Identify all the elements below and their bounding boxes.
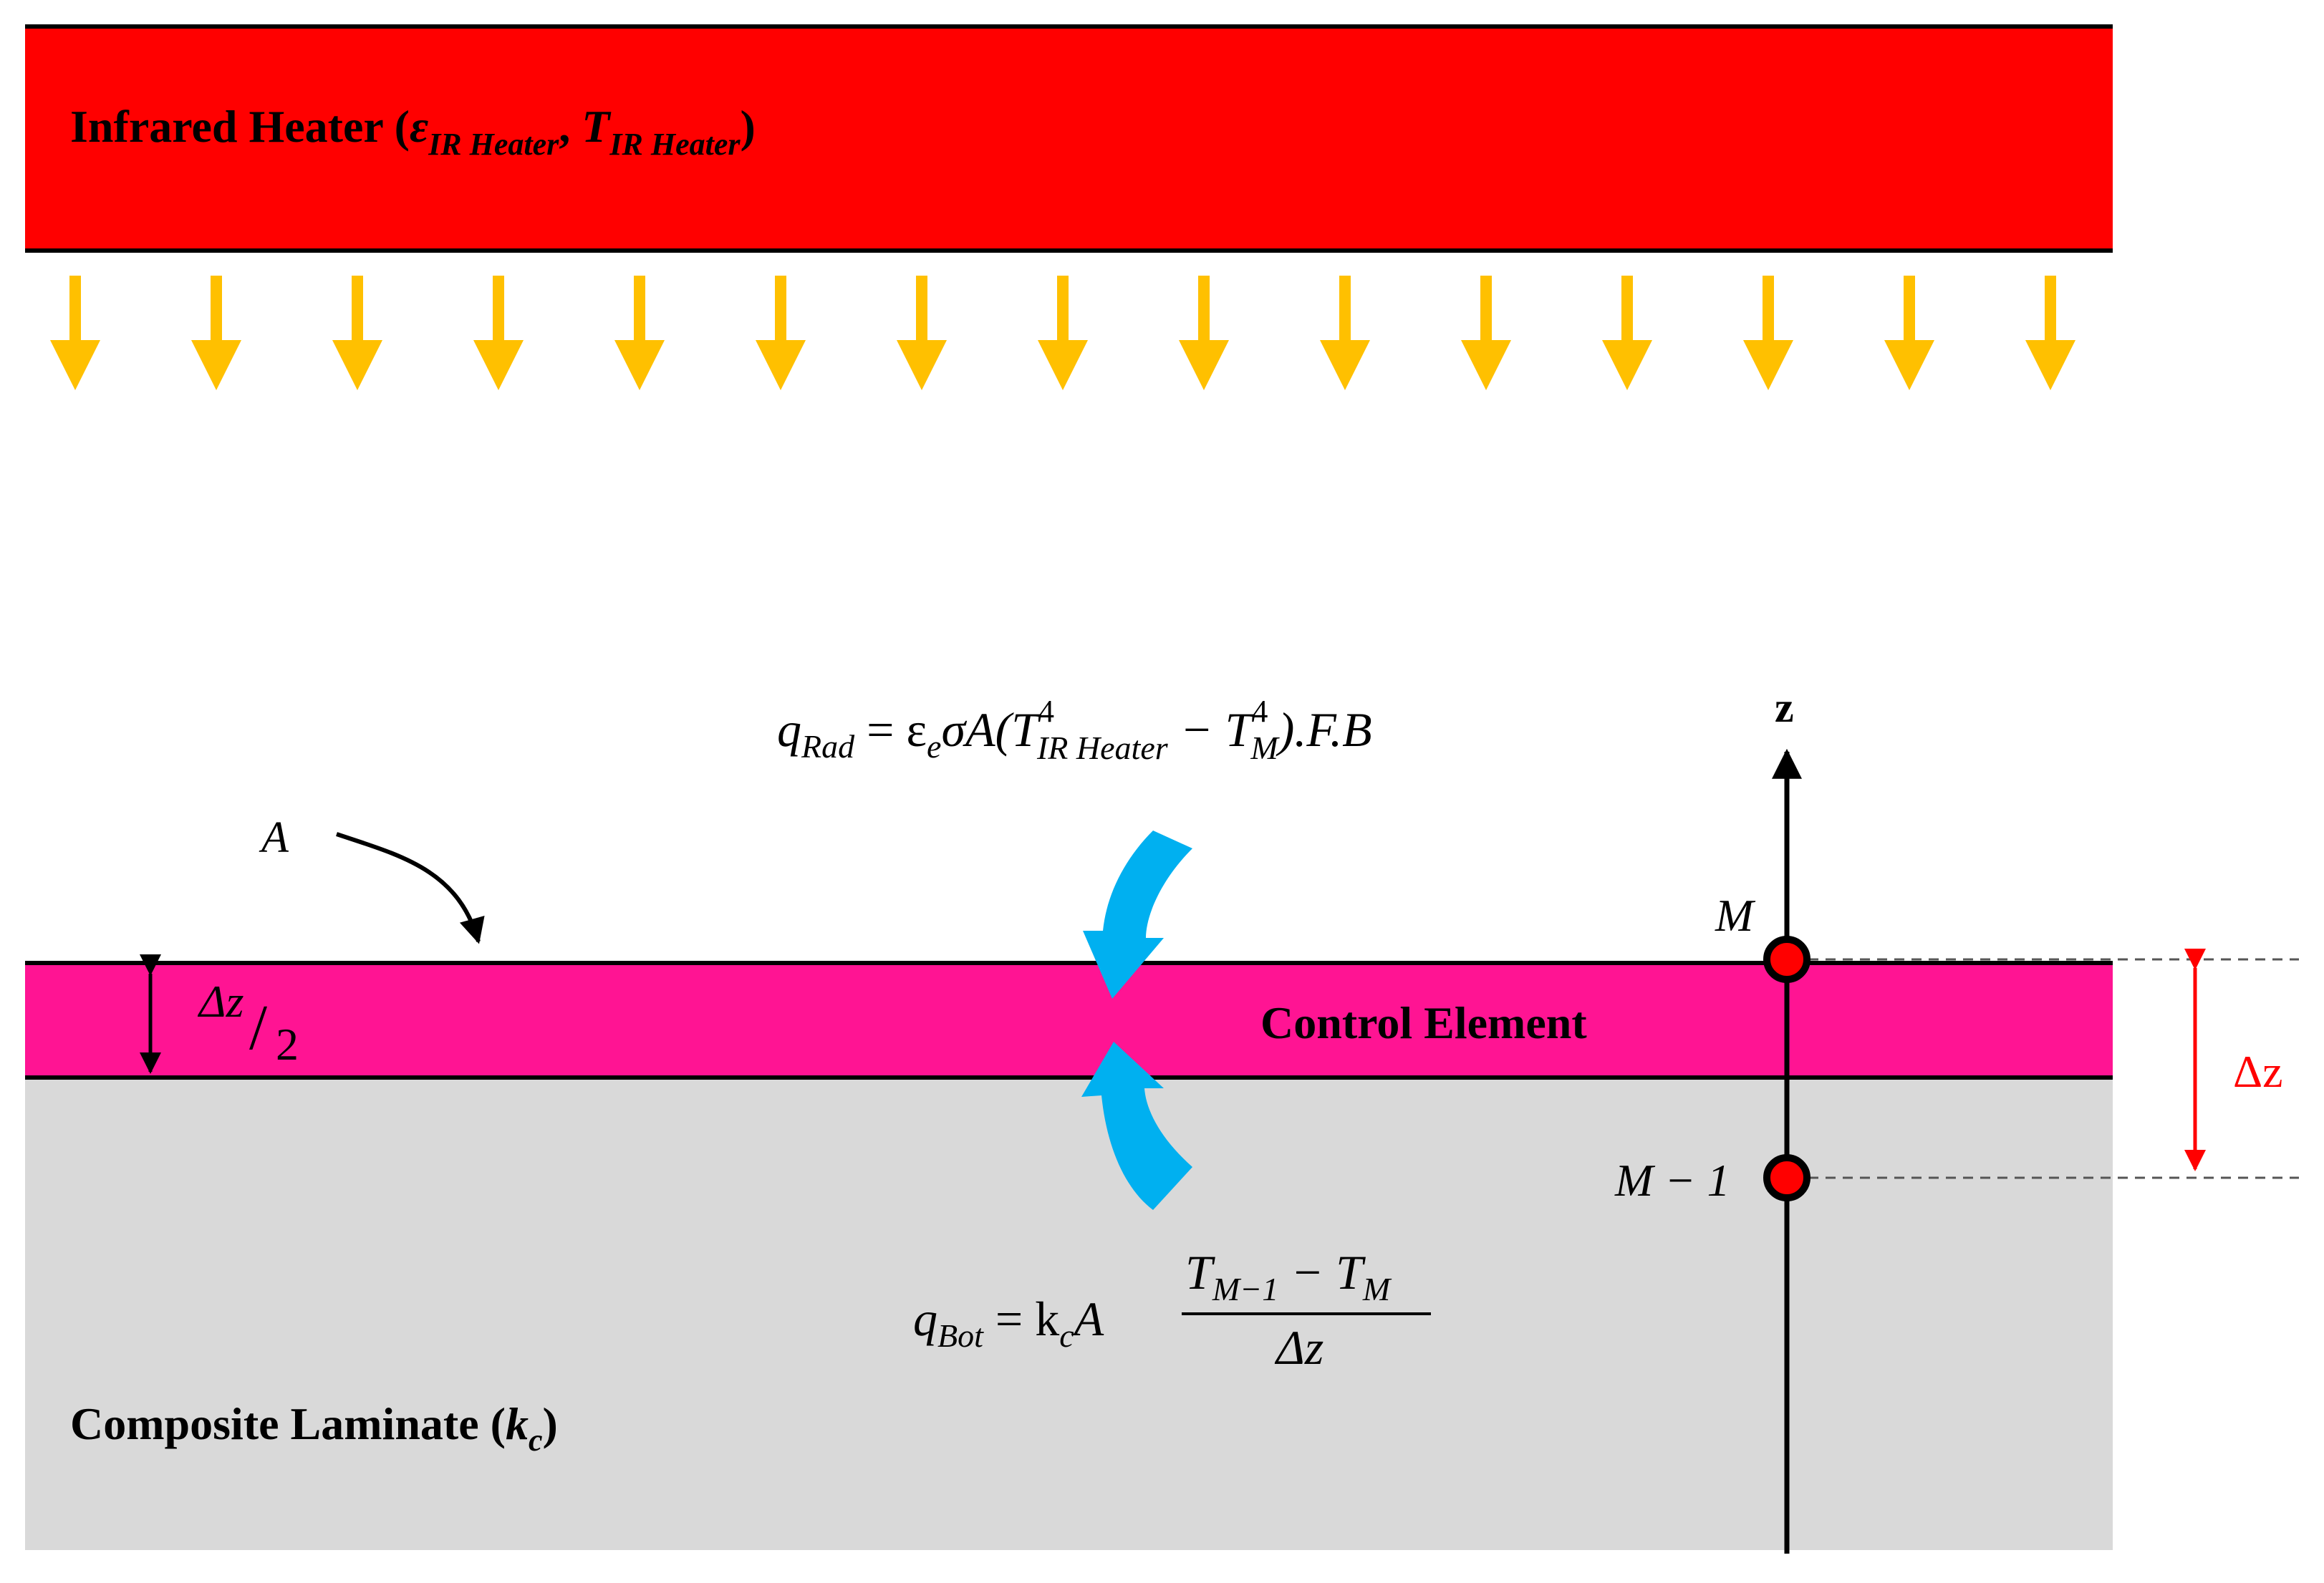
- node-m-label: M: [1715, 890, 1756, 941]
- surface-a-pointer: [336, 832, 485, 944]
- q-bot-num-t1: T: [1185, 1245, 1215, 1299]
- half-dz-denominator: 2: [276, 1019, 299, 1070]
- laminate-k-subscript: c: [529, 1423, 543, 1458]
- q-bot-num-sub1: M−1: [1212, 1271, 1278, 1307]
- q-bot-denominator: Δz: [1274, 1320, 1323, 1375]
- radiation-arrow: [1743, 276, 1793, 390]
- z-axis-label: z: [1775, 684, 1794, 731]
- radiation-arrow: [473, 276, 524, 390]
- infrared-heater: [25, 25, 2113, 251]
- heater-eps-symbol: ε: [410, 101, 428, 152]
- half-dz-label: Δz/2: [197, 976, 299, 1070]
- laminate-k-symbol: k: [506, 1398, 529, 1449]
- heater-eps-subscript: IR Heater: [428, 127, 559, 162]
- q-rad-sub-m: M: [1250, 730, 1280, 766]
- q-rad-sup4b: 4: [1252, 694, 1268, 729]
- radiation-flux-arrow: [1083, 831, 1192, 999]
- radiation-arrow: [897, 276, 947, 390]
- half-dz-slash: /: [249, 992, 267, 1063]
- radiation-arrow: [50, 276, 100, 390]
- heater-label-suffix: ): [741, 101, 756, 152]
- q-bot-equation: qBot = kcA: [913, 1292, 1104, 1354]
- q-bot-eq: = k: [983, 1292, 1059, 1346]
- dz-label: Δz: [2233, 1046, 2283, 1097]
- q-bot-numerator: TM−1 − TM: [1185, 1245, 1392, 1307]
- q-rad-q: q: [777, 702, 801, 757]
- radiation-arrow: [1320, 276, 1370, 390]
- q-rad-sigma: σA(T: [941, 702, 1041, 757]
- radiation-arrow: [191, 276, 241, 390]
- half-dz-numerator: Δz: [197, 976, 244, 1027]
- heater-separator: ,: [559, 101, 582, 152]
- q-rad-sub-ir: IR Heater: [1036, 730, 1169, 766]
- radiation-arrows: [50, 276, 2075, 390]
- q-rad-minus: − T: [1168, 702, 1255, 757]
- q-bot-q: q: [913, 1292, 937, 1346]
- q-bot-num-sub2: M: [1362, 1271, 1392, 1307]
- node-m1-label: M − 1: [1614, 1155, 1730, 1206]
- radiation-arrow: [1179, 276, 1229, 390]
- q-rad-eq: = ε: [854, 702, 927, 757]
- heater-t-symbol: T: [582, 101, 612, 152]
- radiation-arrow: [1038, 276, 1088, 390]
- laminate-label-suffix: ): [542, 1398, 557, 1449]
- heater-t-subscript: IR Heater: [609, 127, 741, 162]
- conduction-flux-arrow: [1081, 1042, 1192, 1210]
- node-m-1: [1763, 1154, 1810, 1201]
- control-element: [25, 963, 2113, 1078]
- radiation-arrow: [2025, 276, 2075, 390]
- radiation-arrow: [1602, 276, 1652, 390]
- heater-label-prefix: Infrared Heater (: [70, 101, 410, 152]
- q-rad-sup4a: 4: [1038, 694, 1054, 729]
- radiation-arrow: [332, 276, 382, 390]
- laminate-label: Composite Laminate (kc): [70, 1398, 558, 1458]
- q-rad-e-sub: e: [927, 728, 941, 765]
- heater-label: Infrared Heater (εIR Heater, TIR Heater): [70, 101, 756, 162]
- q-bot-num-minus: − T: [1278, 1245, 1366, 1299]
- control-element-label: Control Element: [1260, 997, 1587, 1048]
- q-rad-tail: ).F.B: [1276, 702, 1372, 757]
- radiation-arrow: [756, 276, 806, 390]
- surface-a-label: A: [259, 813, 289, 862]
- q-bot-a: A: [1071, 1292, 1104, 1346]
- laminate-label-prefix: Composite Laminate (: [70, 1398, 506, 1449]
- radiation-arrow: [614, 276, 665, 390]
- q-bot-q-sub: Bot: [937, 1317, 984, 1354]
- radiation-arrow: [1461, 276, 1511, 390]
- radiation-arrow: [1884, 276, 1934, 390]
- q-bot-k-sub: c: [1059, 1317, 1074, 1354]
- node-m: [1763, 936, 1810, 983]
- composite-laminate: [25, 1078, 2113, 1550]
- q-rad-q-sub: Rad: [801, 728, 855, 765]
